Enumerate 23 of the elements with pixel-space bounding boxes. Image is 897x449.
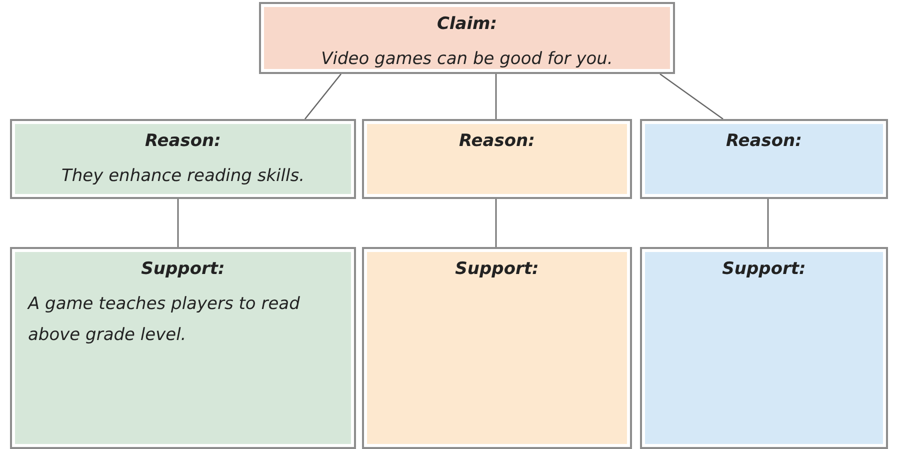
connector-line [177, 199, 179, 247]
box-heading: Support: [141, 259, 225, 279]
box-heading: Claim: [436, 14, 498, 34]
support-box [362, 247, 632, 449]
connector-line [304, 74, 342, 120]
box-heading: Reason: [145, 131, 221, 151]
reason-box [640, 119, 888, 199]
box-heading: Reason: [726, 131, 802, 151]
box-heading: Support: [455, 259, 539, 279]
connector-line [660, 73, 724, 120]
box-text: A game teaches players to read above grade level. [28, 293, 301, 347]
box-heading: Reason: [459, 131, 535, 151]
connector-line [495, 199, 497, 247]
reason-box [362, 119, 632, 199]
claim-box [259, 2, 675, 74]
connector-line [767, 199, 769, 247]
connector-line [495, 74, 497, 119]
reason-box [10, 119, 356, 199]
box-heading: Support: [722, 259, 806, 279]
support-box [10, 247, 356, 449]
box-text: Video games can be good for you. [321, 48, 613, 71]
support-box [640, 247, 888, 449]
box-text: They enhance reading skills. [62, 165, 304, 188]
